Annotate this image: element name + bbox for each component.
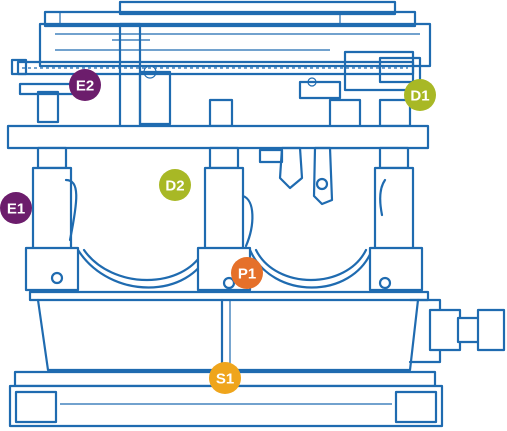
callout-d2-label: D2 xyxy=(165,178,184,195)
callout-e2-circle xyxy=(69,69,101,101)
callout-d2: D2 xyxy=(159,169,191,201)
cylinder-left xyxy=(31,146,78,252)
callout-d1-label: D1 xyxy=(410,88,429,105)
cylinder-right xyxy=(373,146,415,252)
base-frame xyxy=(8,370,444,428)
main-plate xyxy=(6,124,430,150)
callout-s1-circle xyxy=(209,362,241,394)
callout-e1-label: E1 xyxy=(7,201,25,218)
lower-tray xyxy=(28,290,442,372)
callout-d2-circle xyxy=(159,169,191,201)
cylinder-center xyxy=(203,146,254,252)
callout-e2: E2 xyxy=(69,69,101,101)
callout-p1-label: P1 xyxy=(238,266,256,283)
callout-p1: P1 xyxy=(231,257,263,289)
side-connector xyxy=(428,308,506,352)
top-mechanism xyxy=(38,0,432,130)
chain-drive xyxy=(10,58,415,126)
callout-d1: D1 xyxy=(404,79,436,111)
callout-s1: S1 xyxy=(209,362,241,394)
callout-e1: E1 xyxy=(0,192,32,224)
callout-d1-circle xyxy=(404,79,436,111)
callout-s1-label: S1 xyxy=(216,371,234,388)
callout-e1-circle xyxy=(0,192,32,224)
latch-assembly xyxy=(258,146,334,206)
upper-actuators xyxy=(18,80,412,150)
callout-e2-label: E2 xyxy=(76,78,94,95)
callout-p1-circle xyxy=(231,257,263,289)
